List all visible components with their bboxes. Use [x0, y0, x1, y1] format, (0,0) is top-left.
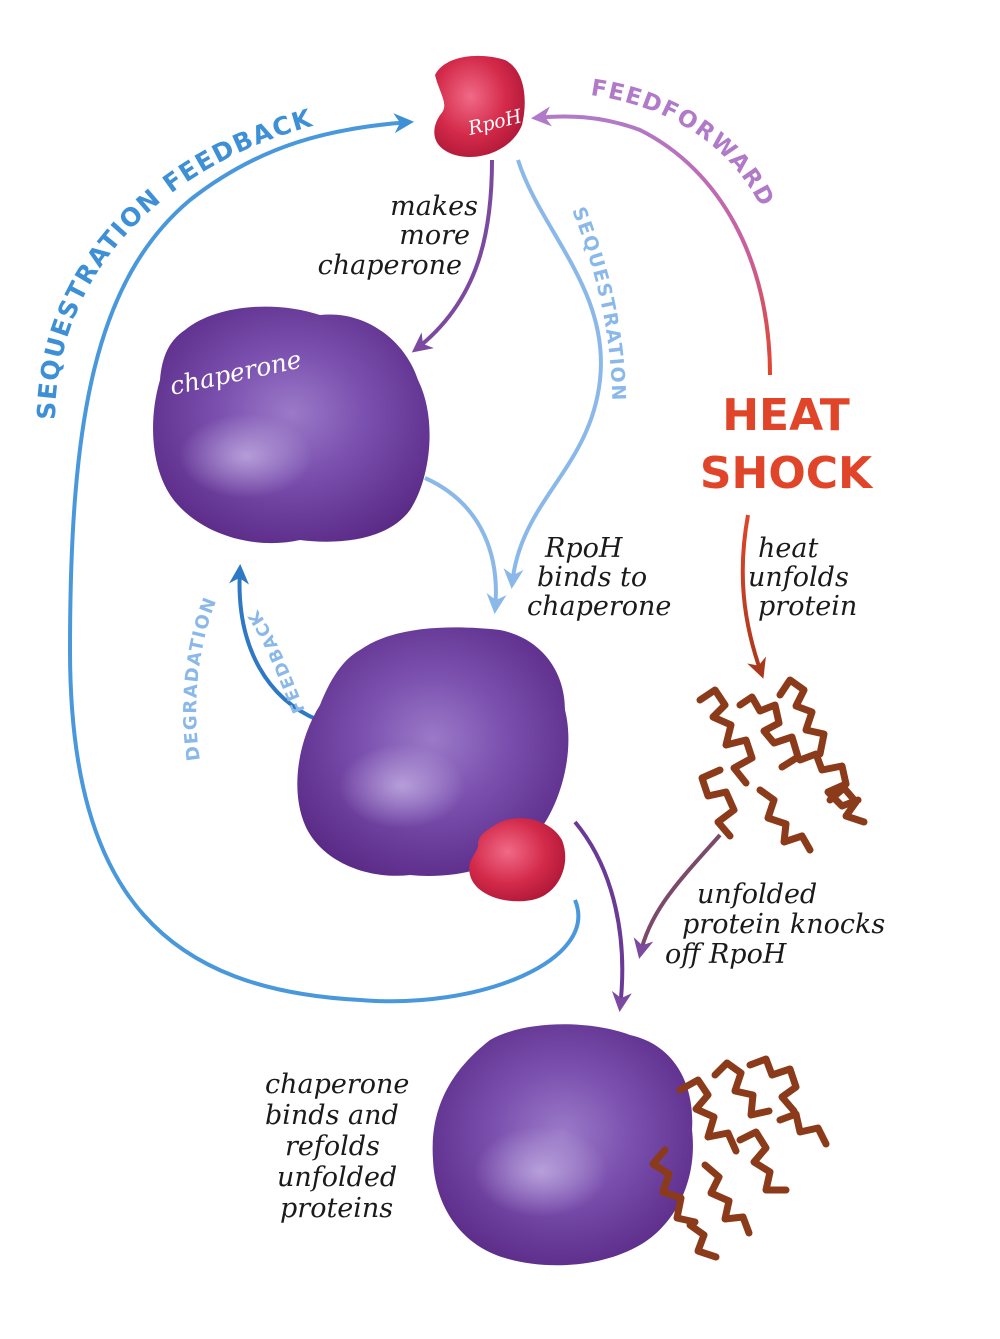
caption-makes-more-line-2: more — [399, 220, 470, 251]
caption-refolds-line-3: refolds — [285, 1131, 380, 1162]
chaperone-refolding — [432, 1024, 693, 1266]
caption-heat-unfolds: heat unfolds protein — [748, 533, 857, 622]
heat-shock-label-line1: HEAT — [722, 390, 850, 441]
heat-unfolds-arrow — [740, 514, 766, 679]
caption-refolds-line-5: proteins — [280, 1193, 393, 1224]
caption-heat-unfolds-line-3: protein — [758, 591, 857, 622]
unfolded-protein — [696, 676, 868, 854]
heat-shock-label-line2: SHOCK — [700, 448, 874, 499]
chaperone-top: chaperone — [153, 306, 430, 544]
caption-binds-line-3: chaperone — [527, 591, 671, 622]
sequestration-feedback-arrow — [67, 113, 581, 1004]
caption-knocks-off-line-2: protein knocks — [682, 909, 885, 940]
caption-makes-more-line-3: chaperone — [318, 250, 462, 281]
rpoh-top: RpoH — [434, 55, 525, 157]
caption-refolds-line-2: binds and — [265, 1100, 399, 1131]
sequestration-label: SEQUESTRATION — [567, 204, 629, 402]
caption-makes-more: makes more chaperone — [318, 191, 478, 281]
caption-refolds-line-1: chaperone — [265, 1069, 409, 1100]
caption-refolds: chaperone binds and refolds unfolded pro… — [265, 1069, 409, 1224]
chaperone-rpoh-complex — [297, 627, 569, 902]
caption-knocks-off-line-3: off RpoH — [665, 939, 787, 970]
caption-knocks-off-line-1: unfolded — [697, 879, 817, 910]
caption-heat-unfolds-line-2: unfolds — [748, 562, 849, 593]
rpoh-bound — [469, 818, 566, 902]
knocks-off-arrow — [633, 833, 722, 959]
caption-heat-unfolds-line-1: heat — [758, 533, 818, 564]
caption-binds-line-1: RpoH — [544, 533, 623, 564]
caption-binds-line-2: binds to — [537, 562, 647, 593]
degradation-feedback-arrow — [229, 564, 319, 722]
degradation-label: DEGRADATION — [180, 594, 221, 763]
caption-knocks-off: unfolded protein knocks off RpoH — [665, 879, 885, 970]
sequestration-arrow — [503, 159, 603, 589]
feedforward-label: FEEDFORWARD — [589, 75, 779, 211]
caption-makes-more-line-1: makes — [390, 191, 478, 222]
feedforward-arrow — [531, 106, 772, 376]
caption-refolds-line-4: unfolded — [277, 1162, 397, 1193]
chaperone-to-complex-arrow — [424, 476, 507, 614]
unfolded-protein-bound — [649, 1055, 830, 1261]
makes-more-arrow — [411, 159, 494, 353]
complex-to-bottom-arrow — [573, 820, 632, 1012]
caption-binds: RpoH binds to chaperone — [527, 533, 671, 622]
